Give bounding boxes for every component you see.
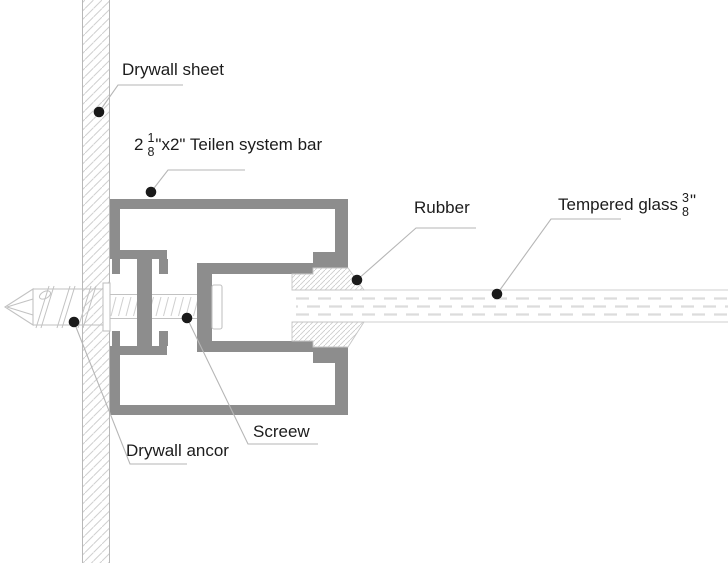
- label-drywall-sheet: Drywall sheet: [122, 60, 225, 79]
- rubber-gasket-top: [291, 267, 365, 291]
- fraction-three-eighths: 3 8: [682, 191, 689, 219]
- glazing-step-top: [313, 252, 348, 268]
- drywall-sheet: [82, 0, 110, 563]
- screw-channel-top-arm: [197, 263, 313, 274]
- tempered-glass: [292, 289, 728, 323]
- callout-dot-system-bar: [145, 186, 157, 198]
- screw-channel-wall: [197, 263, 212, 352]
- screw-channel-bottom-arm: [197, 341, 313, 352]
- screw: [110, 294, 211, 319]
- glazing-step-bottom: [313, 347, 348, 363]
- label-drywall-anchor: Drywall ancor: [126, 441, 229, 460]
- drywall-anchor: [3, 282, 111, 332]
- leader-drywall-sheet: [98, 84, 183, 113]
- screw-thread: [110, 296, 211, 317]
- callout-dot-screw: [181, 312, 193, 324]
- leader-drywall-anchor: [73, 321, 187, 465]
- callout-dot-drywall-anchor: [68, 316, 80, 328]
- callouts: [68, 84, 621, 465]
- profile-left-wall-top: [110, 199, 120, 259]
- anchor-thread-flights: [35, 285, 97, 329]
- profile-left-wall-bottom: [110, 355, 120, 415]
- label-tempered-glass: Tempered glass 3 8 ": [558, 191, 697, 219]
- profile-top-bar: [110, 199, 348, 209]
- label-system-bar: 2 1 8 "x2" Teilen system bar: [134, 131, 323, 159]
- system-bar-profile: [110, 199, 348, 415]
- anchor-thread-start: [38, 290, 52, 300]
- anchor-tip: [3, 287, 34, 327]
- leader-system-bar: [150, 169, 245, 193]
- anchor-collar: [102, 282, 111, 332]
- label-rubber: Rubber: [414, 198, 470, 217]
- profile-bottom-bar: [110, 405, 348, 415]
- leader-tempered-glass: [496, 218, 621, 295]
- label-screw: Screew: [253, 422, 310, 441]
- drywall-hatch: [82, 0, 110, 563]
- leader-screw: [186, 317, 318, 445]
- leader-rubber: [356, 227, 476, 281]
- rubber-gaskets: [291, 267, 365, 348]
- profile-right-wall-top: [335, 199, 348, 268]
- callout-dot-tempered-glass: [491, 288, 503, 300]
- screw-boss-web: [137, 252, 152, 354]
- profile-right-wall-bottom: [335, 347, 348, 415]
- callout-dot-rubber: [351, 274, 363, 286]
- callout-dot-drywall-sheet: [93, 106, 105, 118]
- screw-head: [211, 284, 223, 330]
- fraction-one-eighth: 1 8: [147, 131, 155, 159]
- rubber-gasket-bottom: [291, 321, 365, 348]
